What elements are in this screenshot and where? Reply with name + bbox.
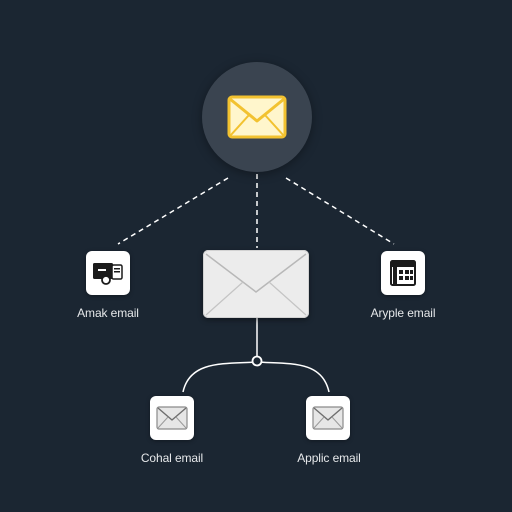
center-envelope-node[interactable] xyxy=(203,250,309,318)
right-node-label: Aryple email xyxy=(370,306,436,320)
branch-junction-dot xyxy=(251,355,263,367)
envelope-icon xyxy=(203,250,309,318)
dashed-connector-right xyxy=(285,177,395,245)
calendar-grid-icon xyxy=(390,260,416,286)
right-node-tile[interactable] xyxy=(381,251,425,295)
envelope-icon xyxy=(312,406,344,430)
dashed-connector-left xyxy=(117,177,229,245)
bottom-right-node-label: Applic email xyxy=(297,451,361,465)
hub-node[interactable] xyxy=(202,62,312,172)
left-node-label: Amak email xyxy=(77,306,139,320)
left-node-tile[interactable] xyxy=(86,251,130,295)
bottom-right-node-tile[interactable] xyxy=(306,396,350,440)
bottom-left-node-label: Cohal email xyxy=(140,451,204,465)
solid-connector-branch-right xyxy=(256,361,330,393)
solid-connector-branch-left xyxy=(182,361,258,393)
mail-device-icon xyxy=(93,263,123,285)
bottom-left-node-tile[interactable] xyxy=(150,396,194,440)
envelope-icon xyxy=(156,406,188,430)
envelope-icon xyxy=(227,95,287,139)
